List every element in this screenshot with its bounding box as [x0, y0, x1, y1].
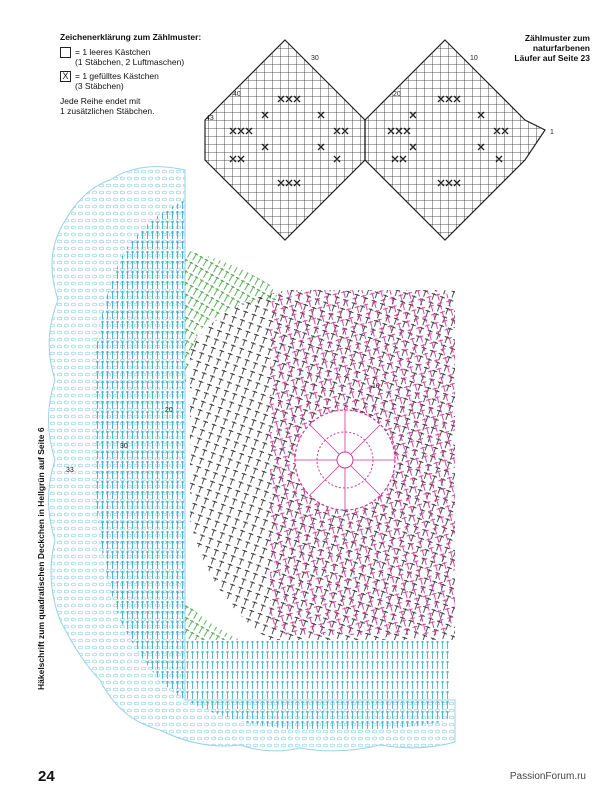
empty-square-symbol — [60, 46, 71, 58]
legend-note-line1: Jede Reihe endet mit — [60, 95, 141, 106]
chart-note-line2: naturfarbenen — [532, 43, 590, 53]
chart-note-line1: Zählmuster zum — [524, 33, 590, 43]
filet-row-numbers: 30 10 40 20 43 1 — [206, 55, 554, 136]
legend-note: Jede Reihe endet mit 1 zusätzlichen Stäb… — [60, 96, 201, 117]
diagram-caption: Häkelschrift zum quadratischen Deckchen … — [36, 427, 46, 690]
row-number-40: 40 — [233, 91, 241, 98]
legend-empty-text: = 1 leeres Kästchen — [75, 46, 151, 57]
row-number-30: 30 — [311, 55, 319, 62]
page-number: 24 — [38, 768, 55, 785]
center-spokes — [295, 410, 395, 510]
legend-note-line2: 1 zusätzlichen Stäbchen. — [60, 106, 155, 116]
legend-filled-row: X = 1 gefülltes Kästchen (3 Stäbchen) — [60, 70, 201, 92]
legend-filled-detail: (3 Stäbchen) — [75, 81, 124, 91]
round-number-20: 20 — [165, 407, 173, 414]
chart-legend: Zeichenerklärung zum Zählmuster: = 1 lee… — [60, 32, 201, 117]
chart-note: Zählmuster zum naturfarbenen Läufer auf … — [470, 33, 590, 63]
filet-filled-squares-left — [229, 95, 349, 187]
row-number-10: 10 — [470, 55, 478, 62]
green-round-band — [185, 250, 280, 640]
legend-title: Zeichenerklärung zum Zählmuster: — [60, 32, 202, 42]
teal-fan-region — [93, 200, 185, 700]
filet-chart-right — [364, 39, 546, 241]
legend-filled-text: = 1 gefülltes Kästchen — [75, 70, 159, 81]
site-watermark: PassionForum.ru — [509, 771, 586, 782]
teal-fan-bottom — [185, 640, 450, 732]
chart-note-line3: Läufer auf Seite 23 — [514, 53, 590, 63]
row-number-1: 1 — [550, 129, 554, 136]
round-number-30: 30 — [120, 443, 128, 450]
round-numbers: 10 20 30 33 — [66, 383, 380, 474]
legend-empty-row: = 1 leeres Kästchen (1 Stäbchen, 2 Luftm… — [60, 46, 201, 68]
row-number-20: 20 — [393, 91, 401, 98]
crochet-diagram: 10 20 30 33 — [48, 166, 456, 752]
filet-filled-squares-right — [387, 95, 509, 187]
filled-square-symbol: X — [60, 70, 71, 82]
round-number-10: 10 — [372, 383, 380, 390]
filet-chart-left — [204, 39, 366, 241]
legend-empty-detail: (1 Stäbchen, 2 Luftmaschen) — [75, 57, 185, 67]
row-number-43: 43 — [206, 115, 214, 122]
round-number-33: 33 — [66, 467, 74, 474]
